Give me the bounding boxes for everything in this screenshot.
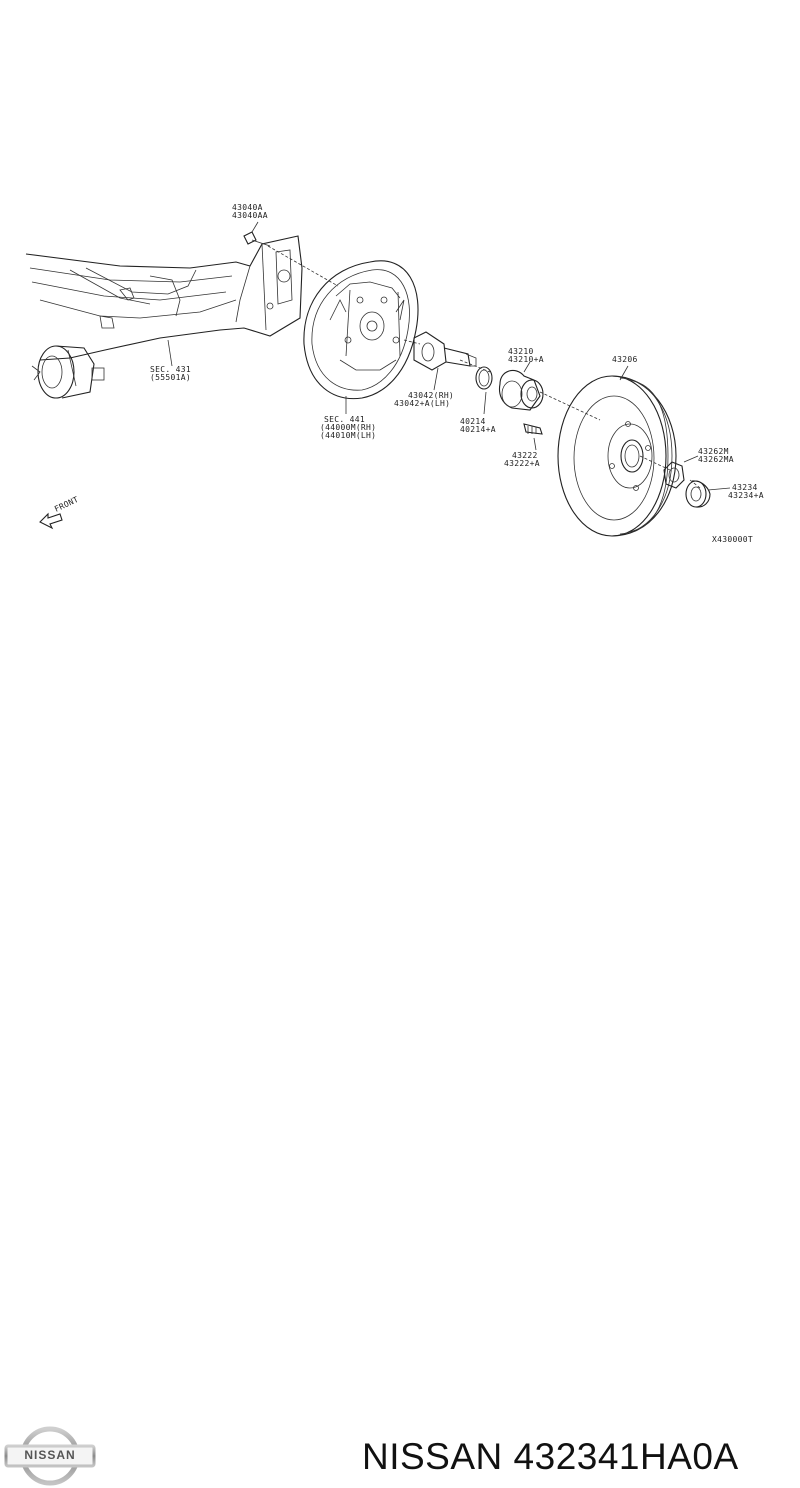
parts-diagram: 43040A 43040AA SEC. 441 (44000M(RH) (440… xyxy=(25,203,764,544)
backing-plate xyxy=(303,260,419,400)
snap-ring xyxy=(475,366,493,390)
label-bolt-1: 43040A xyxy=(232,203,263,212)
label-sec441-1: SEC. 441 xyxy=(324,415,365,424)
brake-drum xyxy=(557,375,677,537)
label-bolt-2: 43040AA xyxy=(232,211,268,220)
bearing xyxy=(498,369,544,411)
label-spindle-1: 43210 xyxy=(508,347,534,356)
label-cap-1: 43234 xyxy=(732,483,758,492)
front-arrow-icon: FRONT xyxy=(39,495,80,530)
grease-cap xyxy=(685,480,711,508)
label-drum: 43206 xyxy=(612,355,638,364)
label-stud-2: 43222+A xyxy=(504,459,540,468)
diagram-code: X430000T xyxy=(712,535,753,544)
label-hub-1: 43042(RH) xyxy=(408,391,454,400)
label-nut-1: 43262M xyxy=(698,447,729,456)
wheel-stud xyxy=(523,423,543,435)
hub-spindle xyxy=(413,331,477,371)
label-ring-1: 40214 xyxy=(460,417,486,426)
label-sec431-1: SEC. 431 xyxy=(150,365,191,374)
label-front: FRONT xyxy=(53,495,80,514)
label-stud-1: 43222 xyxy=(512,451,538,460)
bolt-43040A xyxy=(243,221,271,247)
label-sec441-2: (44000M(RH) xyxy=(320,423,376,432)
hub-nut xyxy=(663,461,685,489)
label-spindle-2: 43210+A xyxy=(508,355,544,364)
label-sec431-2: (55501A) xyxy=(150,373,191,382)
label-nut-2: 43262MA xyxy=(698,455,734,464)
logo-wordmark: NISSAN xyxy=(24,1448,76,1462)
part-title: NISSAN 432341HA0A xyxy=(362,1436,739,1477)
label-hub-2: 43042+A(LH) xyxy=(394,399,450,408)
label-sec441-3: (44010M(LH) xyxy=(320,431,376,440)
label-cap-2: 43234+A xyxy=(728,491,764,500)
footer: NISSAN NISSAN 432341HA0A xyxy=(0,700,800,1486)
axle-beam xyxy=(25,235,303,399)
label-ring-2: 40214+A xyxy=(460,425,496,434)
